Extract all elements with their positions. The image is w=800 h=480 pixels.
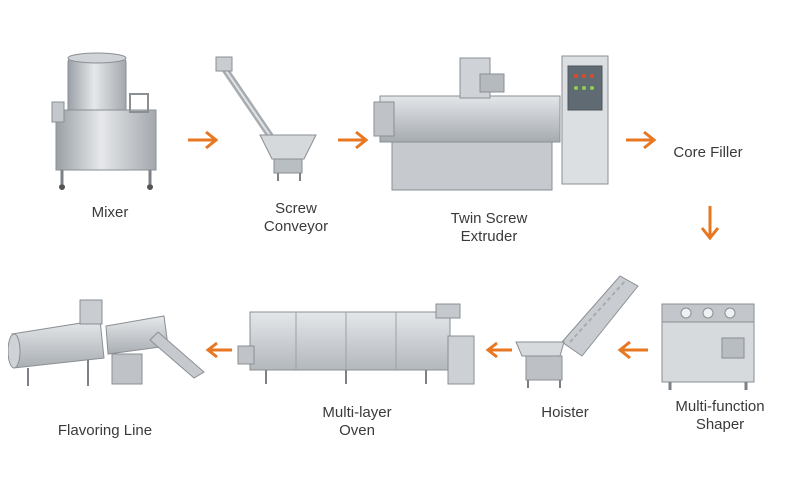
twin-screw-extruder-image	[373, 55, 609, 191]
label-line: Multi-function	[675, 398, 765, 415]
twin-screw-extruder-label: Twin Screw Extruder	[424, 210, 554, 246]
arrow-right-icon	[626, 130, 657, 150]
arrow-down-icon	[700, 206, 720, 241]
label-line: Conveyor	[263, 218, 329, 235]
arrow-right-icon	[338, 130, 369, 150]
label-line: Flavoring Line	[57, 422, 153, 439]
screw-conveyor-label: Screw Conveyor	[236, 200, 356, 236]
arrow-left-icon	[205, 341, 232, 359]
multi-layer-oven-label: Multi-layer Oven	[302, 404, 412, 440]
core-filler-label: Core Filler	[658, 144, 758, 162]
mixer-label: Mixer	[60, 204, 160, 222]
flavoring-line-image	[8, 299, 205, 386]
label-line: Multi-layer	[322, 404, 392, 421]
hoister-image	[515, 275, 639, 388]
label-line: Shaper	[695, 416, 745, 433]
label-line: Mixer	[91, 204, 129, 221]
label-line: Oven	[339, 422, 375, 439]
label-line: Screw	[275, 200, 317, 217]
flavoring-line-label: Flavoring Line	[40, 422, 170, 440]
hoister-label: Hoister	[520, 404, 610, 422]
label-line: Core Filler	[673, 144, 743, 161]
label-line: Extruder	[460, 228, 518, 245]
arrow-right-icon	[188, 130, 219, 150]
multi-function-shaper-label: Multi-function Shaper	[660, 398, 780, 434]
arrow-left-icon	[485, 341, 512, 359]
label-line: Twin Screw	[450, 210, 528, 227]
multi-layer-oven-image	[237, 303, 475, 385]
mixer-image	[51, 52, 157, 190]
multi-function-shaper-image	[661, 303, 755, 390]
screw-conveyor-image	[215, 56, 317, 181]
arrow-left-icon	[617, 340, 648, 360]
label-line: Hoister	[541, 404, 589, 421]
